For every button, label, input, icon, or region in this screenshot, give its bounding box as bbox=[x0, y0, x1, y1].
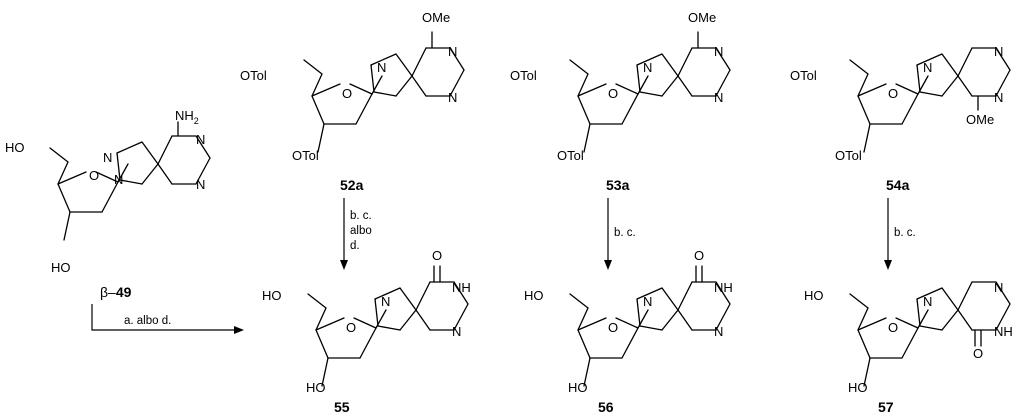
atom-n: N bbox=[114, 172, 123, 187]
arrow-beta49-to-55: a. albo d. bbox=[91, 304, 244, 334]
atom-n: N bbox=[381, 294, 390, 309]
structure-57: HO O HO N N NH O 57 bbox=[804, 280, 1013, 415]
arrow-52a-to-55: b. c. albo d. bbox=[340, 198, 372, 270]
atom-nh: NH bbox=[452, 280, 471, 295]
condition-d: d. bbox=[350, 240, 360, 252]
atom-nh: NH bbox=[994, 324, 1013, 339]
atom-n: N bbox=[103, 150, 112, 165]
atom-n: N bbox=[714, 90, 723, 105]
atom-ho-5prime: HO bbox=[524, 288, 544, 303]
atom-otol-5prime: OTol bbox=[510, 68, 537, 83]
atom-ho-3prime: HO bbox=[306, 380, 326, 395]
atom-n: N bbox=[923, 60, 932, 75]
atom-ring-oxygen: O bbox=[888, 86, 898, 101]
atom-n: N bbox=[714, 324, 723, 339]
condition-a-albo-d: a. albo d. bbox=[124, 315, 171, 327]
atom-ho-5prime: HO bbox=[262, 288, 282, 303]
structure-53a: OTol O OTol N N N OMe 53a bbox=[510, 10, 731, 193]
atom-carbonyl-o: O bbox=[694, 248, 704, 263]
condition-b-c: b. c. bbox=[894, 227, 916, 239]
atom-n: N bbox=[994, 90, 1003, 105]
atom-ring-oxygen: O bbox=[89, 168, 99, 183]
atom-n: N bbox=[994, 44, 1003, 59]
atom-n: N bbox=[452, 324, 461, 339]
atom-ho-3prime: HO bbox=[848, 380, 868, 395]
structure-beta-49: HO O HO N N N N NH2 β–49 bbox=[5, 108, 211, 300]
atom-n: N bbox=[923, 294, 932, 309]
atom-ring-oxygen: O bbox=[608, 86, 618, 101]
atom-n: N bbox=[196, 132, 205, 147]
atom-ring-oxygen: O bbox=[342, 86, 352, 101]
atom-n: N bbox=[196, 177, 205, 192]
atom-ho-5prime: HO bbox=[804, 288, 824, 303]
condition-b-c: b. c. bbox=[614, 227, 636, 239]
structure-56: HO O HO N NH N O 56 bbox=[524, 248, 733, 415]
atom-nh2: NH2 bbox=[175, 108, 199, 126]
compound-label-52a: 52a bbox=[340, 177, 364, 193]
arrow-54a-to-57: b. c. bbox=[884, 198, 916, 270]
atom-ome: OMe bbox=[422, 10, 450, 25]
compound-label-beta-49: β–49 bbox=[100, 284, 132, 300]
atom-n: N bbox=[994, 280, 1003, 295]
atom-ome: OMe bbox=[688, 10, 716, 25]
atom-ring-oxygen: O bbox=[888, 320, 898, 335]
compound-label-53a: 53a bbox=[606, 177, 630, 193]
atom-n: N bbox=[448, 44, 457, 59]
structure-55: HO O HO N NH N O 55 bbox=[262, 248, 471, 415]
atom-otol-3prime: OTol bbox=[292, 148, 319, 163]
arrow-53a-to-56: b. c. bbox=[604, 198, 636, 270]
condition-b-c: b. c. bbox=[350, 210, 372, 222]
atom-ome: OMe bbox=[966, 112, 994, 127]
atom-ring-oxygen: O bbox=[346, 320, 356, 335]
structure-52a: OTol O OTol N N N OMe 52a bbox=[240, 10, 465, 193]
condition-albo: albo bbox=[350, 225, 372, 237]
compound-label-55: 55 bbox=[334, 399, 350, 415]
atom-ho-5prime: HO bbox=[5, 140, 25, 155]
atom-ring-oxygen: O bbox=[608, 320, 618, 335]
atom-ho-3prime: HO bbox=[568, 380, 588, 395]
atom-otol-5prime: OTol bbox=[240, 68, 267, 83]
atom-carbonyl-o: O bbox=[973, 346, 983, 361]
atom-n: N bbox=[377, 60, 386, 75]
atom-n: N bbox=[643, 60, 652, 75]
atom-n: N bbox=[448, 90, 457, 105]
atom-nh: NH bbox=[714, 280, 733, 295]
atom-ho-3prime: HO bbox=[51, 260, 71, 275]
structure-54a: OTol O OTol N N N OMe 54a bbox=[790, 44, 1011, 193]
atom-otol-3prime: OTol bbox=[835, 148, 862, 163]
atom-n: N bbox=[714, 44, 723, 59]
atom-otol-3prime: OTol bbox=[557, 148, 584, 163]
atom-n: N bbox=[643, 294, 652, 309]
atom-otol-5prime: OTol bbox=[790, 68, 817, 83]
compound-label-54a: 54a bbox=[886, 177, 910, 193]
compound-label-57: 57 bbox=[878, 399, 894, 415]
compound-label-56: 56 bbox=[598, 399, 614, 415]
atom-carbonyl-o: O bbox=[432, 248, 442, 263]
